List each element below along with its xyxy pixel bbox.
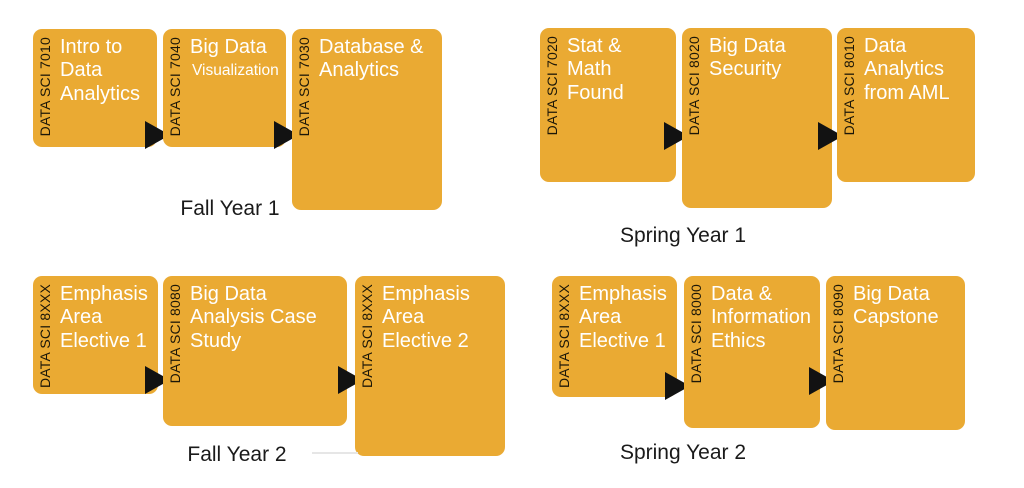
faint-divider-line xyxy=(312,452,358,454)
course-card-data-sci-8010: DATA SCI 8010 Data Analytics from AML xyxy=(837,28,975,182)
course-card-data-sci-7020: DATA SCI 7020 Stat & Math Found xyxy=(540,28,676,182)
course-title: Data & Information Ethics xyxy=(711,283,812,352)
course-subtitle: Visualization xyxy=(192,62,279,79)
course-title: Emphasis Area Elective 1 xyxy=(579,283,667,352)
course-title: Intro to Data Analytics xyxy=(60,36,141,105)
semester-label-fall-year-1: Fall Year 1 xyxy=(180,197,280,220)
course-title: Emphasis Area Elective 2 xyxy=(382,283,470,352)
course-card-data-sci-7030: DATA SCI 7030 Database & Analytics xyxy=(292,29,442,210)
course-code: DATA SCI 7020 xyxy=(544,36,560,136)
course-code: DATA SCI 8000 xyxy=(688,284,704,384)
course-title: Big Data Security xyxy=(709,35,786,81)
course-code: DATA SCI 7040 xyxy=(167,37,183,137)
course-code: DATA SCI 8080 xyxy=(167,284,183,384)
course-title: Database & Analytics xyxy=(319,36,424,82)
course-code: DATA SCI 8090 xyxy=(830,284,846,384)
course-code: DATA SCI 7010 xyxy=(37,37,53,137)
course-card-data-sci-8xxx-elective-1: DATA SCI 8XXX Emphasis Area Elective 1 xyxy=(33,276,158,394)
course-title: Big Data xyxy=(190,36,267,58)
course-card-data-sci-8090: DATA SCI 8090 Big Data Capstone xyxy=(826,276,965,430)
course-title: Stat & Math Found xyxy=(567,35,624,104)
course-card-data-sci-8080: DATA SCI 8080 Big Data Analysis Case Stu… xyxy=(163,276,347,426)
course-card-data-sci-8020: DATA SCI 8020 Big Data Security xyxy=(682,28,832,208)
course-code: DATA SCI 8XXX xyxy=(556,284,572,389)
course-card-data-sci-8000: DATA SCI 8000 Data & Information Ethics xyxy=(684,276,820,428)
course-code: DATA SCI 7030 xyxy=(296,37,312,137)
semester-label-fall-year-2: Fall Year 2 xyxy=(187,443,287,466)
course-title: Emphasis Area Elective 1 xyxy=(60,283,148,352)
semester-label-spring-year-1: Spring Year 1 xyxy=(619,224,747,247)
course-title: Big Data Capstone xyxy=(853,283,939,329)
course-card-data-sci-8xxx-elective-2: DATA SCI 8XXX Emphasis Area Elective 2 xyxy=(355,276,505,456)
course-title: Data Analytics from AML xyxy=(864,35,950,104)
course-code: DATA SCI 8XXX xyxy=(359,284,375,389)
course-card-data-sci-7040: DATA SCI 7040 Big Data Visualization xyxy=(163,29,286,147)
course-title: Big Data Analysis Case Study xyxy=(190,283,317,352)
course-card-data-sci-8xxx-elective-1: DATA SCI 8XXX Emphasis Area Elective 1 xyxy=(552,276,677,397)
semester-label-spring-year-2: Spring Year 2 xyxy=(619,441,747,464)
course-code: DATA SCI 8010 xyxy=(841,36,857,136)
course-code: DATA SCI 8XXX xyxy=(37,284,53,389)
course-code: DATA SCI 8020 xyxy=(686,36,702,136)
course-card-data-sci-7010: DATA SCI 7010 Intro to Data Analytics xyxy=(33,29,157,147)
